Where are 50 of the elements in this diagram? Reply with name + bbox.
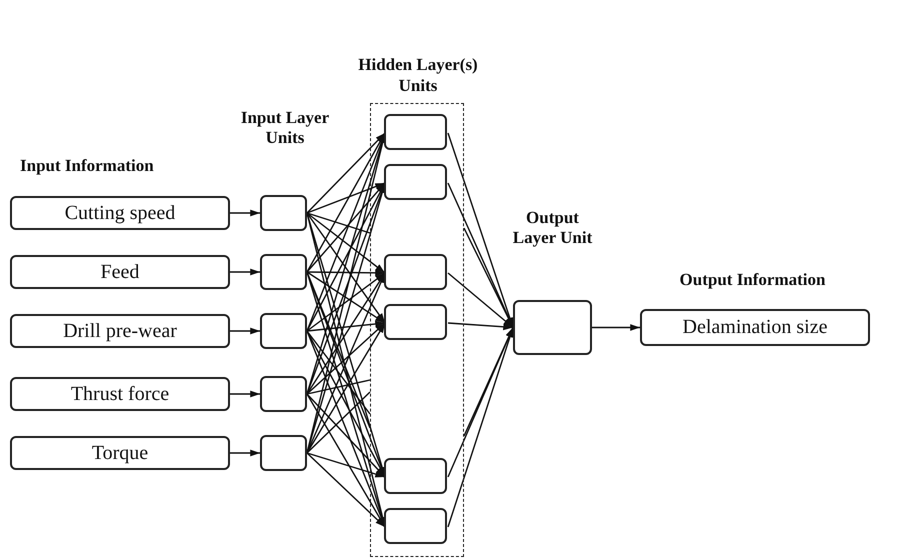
- arrow: [306, 452, 386, 478]
- input-box: [10, 314, 230, 348]
- arrow: [307, 269, 385, 276]
- input-box: [10, 196, 230, 230]
- arrow: [306, 394, 386, 478]
- unit-box: [260, 254, 307, 290]
- input-label: Feed: [100, 260, 140, 284]
- unit-box: [513, 300, 592, 355]
- arrow: [230, 328, 260, 334]
- input-label: Thrust force: [70, 382, 170, 406]
- arrow: [306, 320, 386, 332]
- arrow: [306, 182, 386, 214]
- column-heading: Output Information: [678, 270, 826, 290]
- input-label: Delamination size: [682, 316, 828, 339]
- column-heading: Input Information: [20, 156, 155, 176]
- input-box: [10, 255, 230, 289]
- arrow: [306, 182, 386, 272]
- layer-heading: Hidden Layer(s) Units: [357, 55, 479, 96]
- unit-box: [260, 435, 307, 471]
- arrow: [463, 327, 514, 436]
- arrow: [306, 452, 386, 528]
- arrow: [306, 322, 386, 454]
- input-box: [10, 377, 230, 411]
- input-box: [10, 436, 230, 470]
- unit-box: [260, 313, 307, 349]
- unit-box: [384, 114, 447, 150]
- arrow: [230, 268, 260, 276]
- arrow: [230, 450, 260, 456]
- arrow: [448, 322, 514, 330]
- unit-box: [384, 254, 447, 290]
- unit-box: [384, 508, 447, 544]
- unit-box: [384, 304, 447, 340]
- arrow: [230, 390, 260, 398]
- column-heading: Output Layer Unit: [512, 208, 594, 249]
- arrow: [306, 132, 386, 214]
- unit-box: [384, 458, 447, 494]
- arrow: [306, 322, 386, 395]
- column-heading: Input Layer Units: [240, 108, 330, 149]
- input-label: Cutting speed: [64, 202, 176, 224]
- arrow: [230, 210, 260, 216]
- unit-box: [384, 164, 447, 200]
- input-box: [640, 309, 870, 346]
- input-label: Drill pre-wear: [63, 320, 177, 342]
- arrow: [592, 324, 640, 331]
- unit-box: [260, 376, 307, 412]
- unit-box: [260, 195, 307, 231]
- arrow: [306, 212, 386, 324]
- arrow: [448, 272, 514, 328]
- input-label: Torque: [92, 442, 148, 464]
- arrow: [306, 212, 386, 274]
